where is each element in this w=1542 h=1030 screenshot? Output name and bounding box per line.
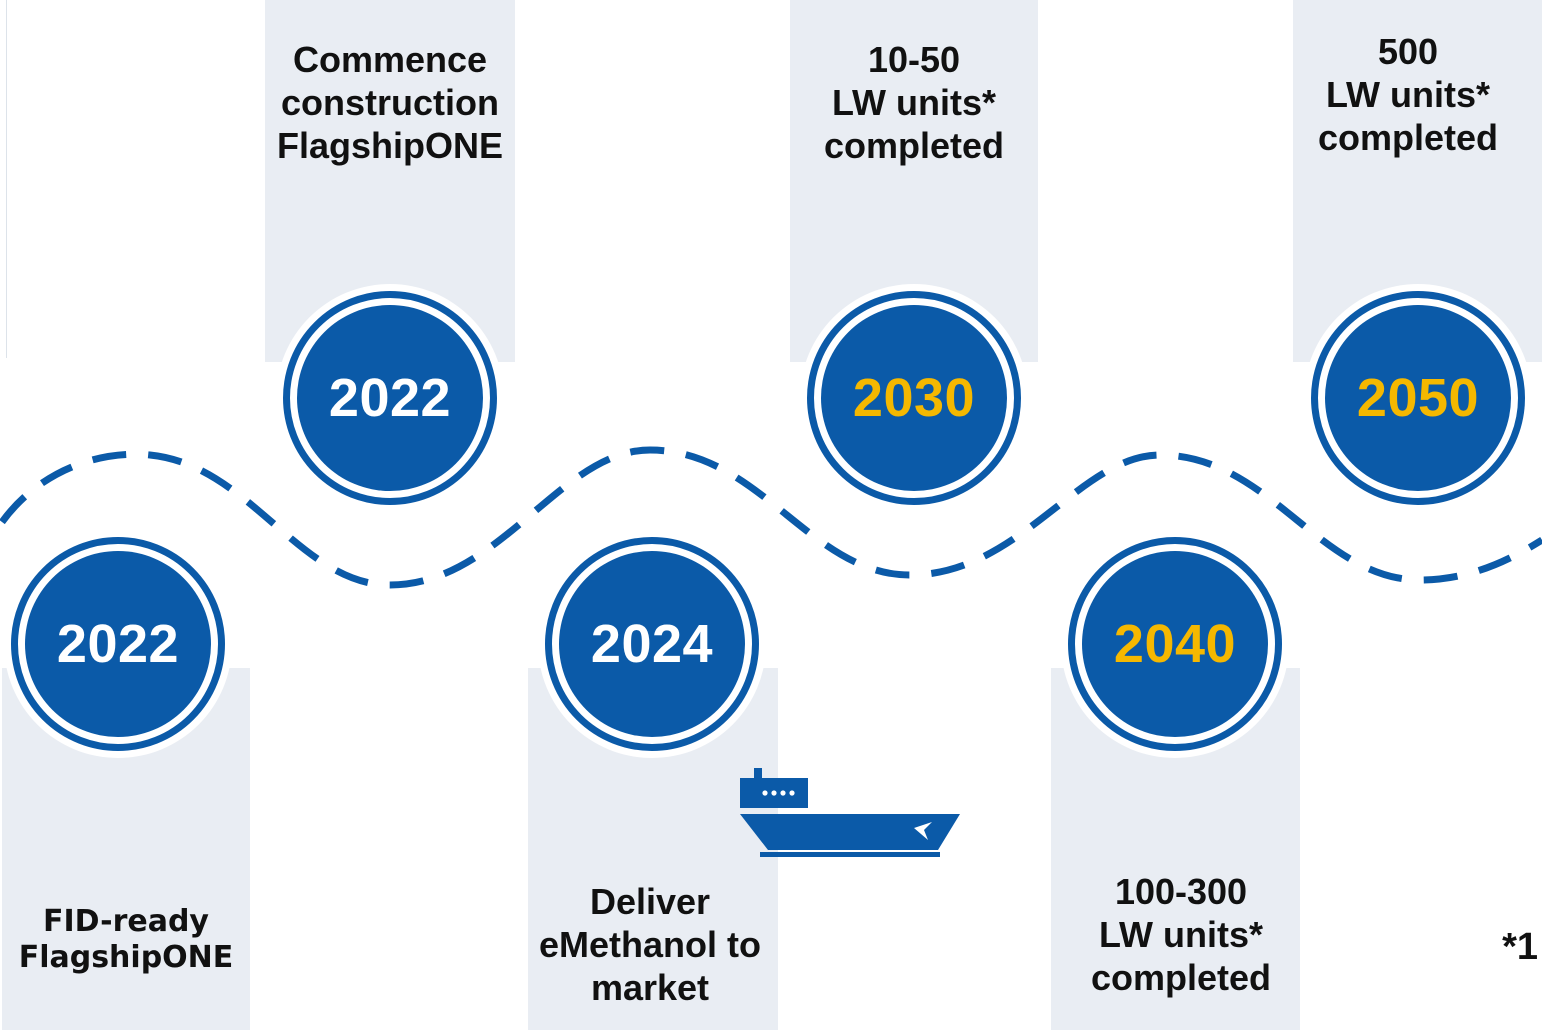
year-label-1: 2022 [56, 614, 180, 674]
milestone-6-text: 500 LW units* completed [1317, 31, 1499, 159]
year-circle-2: 2022 [276, 284, 504, 512]
year-label-3: 2024 [590, 614, 714, 674]
wave-path [0, 446, 1542, 589]
milestone-2-text: Commence construction FlagshipONE [276, 39, 504, 167]
year-label-4: 2030 [852, 368, 976, 428]
milestone-5-text: 100-300 LW units* completed [1090, 871, 1272, 999]
milestone-3-text: Deliver eMethanol to market [539, 881, 761, 1009]
year-circle-1: 2022 [4, 530, 232, 758]
year-label-5: 2040 [1113, 614, 1237, 674]
milestone-1-text: FID-ready FlagshipONE [18, 904, 234, 975]
year-circle-5: 2040 [1061, 530, 1289, 758]
year-circle-3: 2024 [538, 530, 766, 758]
milestone-4-text: 10-50 LW units* completed [823, 39, 1005, 167]
year-label-2: 2022 [328, 368, 452, 428]
left-divider [6, 0, 7, 358]
year-circle-4: 2030 [800, 284, 1028, 512]
ship-icon [740, 768, 960, 857]
year-circle-6: 2050 [1304, 284, 1532, 512]
year-label-6: 2050 [1356, 368, 1480, 428]
footnote-marker: *1 [1502, 926, 1538, 968]
